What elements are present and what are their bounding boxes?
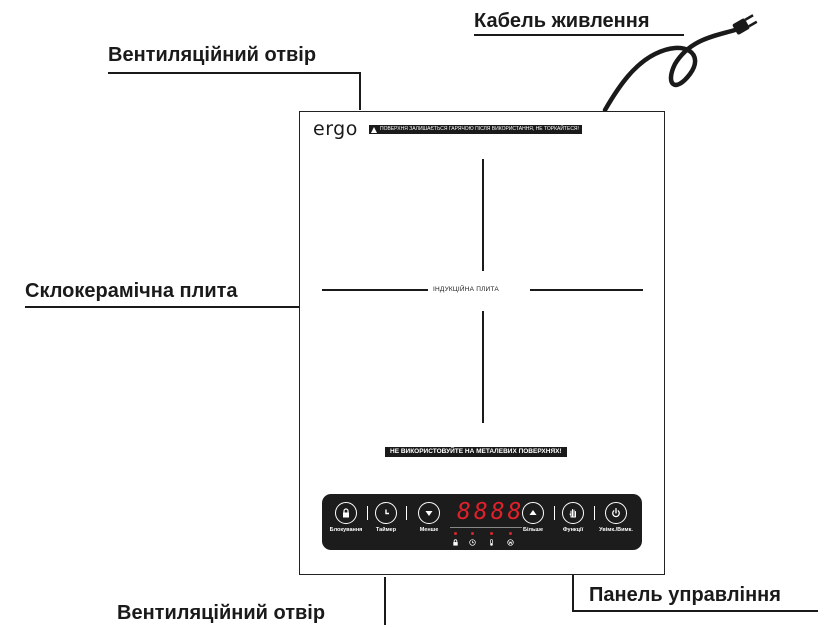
- callout-vent-top: Вентиляційний отвір: [108, 44, 317, 66]
- down-arrow-icon: [425, 511, 433, 516]
- control-panel: Блокування Таймер Менше 8888: [322, 494, 642, 550]
- induction-cooktop: ergo ПОВЕРХНЯ ЗАЛИШАЄТЬСЯ ГАРЯЧОЮ ПІСЛЯ …: [299, 111, 665, 575]
- separator: [594, 506, 595, 520]
- indicator-dot: [454, 532, 457, 535]
- indicator-dot: [509, 532, 512, 535]
- zone-mark-right: [530, 289, 643, 291]
- indicator-dot: [490, 532, 493, 535]
- leader-vent-top-v: [359, 72, 361, 110]
- power-button[interactable]: [605, 502, 627, 524]
- functions-button[interactable]: [562, 502, 584, 524]
- zone-mark-left: [322, 289, 428, 291]
- separator: [367, 506, 368, 520]
- hand-icon: [569, 509, 576, 518]
- leader-control-panel-h: [572, 610, 818, 612]
- more-button[interactable]: [522, 502, 544, 524]
- less-label: Менше: [419, 527, 439, 533]
- zone-label: ІНДУКЦІЙНА ПЛИТА: [433, 286, 499, 293]
- digital-display: 8888: [457, 499, 525, 525]
- hot-surface-warning: ПОВЕРХНЯ ЗАЛИШАЄТЬСЯ ГАРЯЧОЮ ПІСЛЯ ВИКОР…: [369, 125, 582, 134]
- lock-button[interactable]: [335, 502, 357, 524]
- leader-vent-bottom: [384, 577, 386, 625]
- indicator-dot: [471, 532, 474, 535]
- separator: [554, 506, 555, 520]
- thermometer-icon: [490, 539, 493, 546]
- timer-label: Таймер: [375, 527, 397, 533]
- callout-control-panel: Панель управління: [589, 584, 781, 606]
- callout-vent-bottom: Вентиляційний отвір: [117, 602, 326, 624]
- metal-surface-warning: НЕ ВИКОРИСТОВУЙТЕ НА МЕТАЛЕВИХ ПОВЕРХНЯХ…: [385, 447, 567, 457]
- timer-button[interactable]: [375, 502, 397, 524]
- clock-icon: [385, 509, 389, 515]
- up-arrow-icon: [529, 510, 537, 515]
- hot-surface-warning-text: ПОВЕРХНЯ ЗАЛИШАЄТЬСЯ ГАРЯЧОЮ ПІСЛЯ ВИКОР…: [380, 126, 579, 132]
- power-cable-icon: [602, 14, 758, 113]
- zone-mark-bottom: [482, 311, 484, 423]
- warning-triangle-icon: [371, 126, 377, 133]
- leader-glass-plate: [25, 306, 377, 308]
- leader-control-panel-v: [572, 562, 574, 611]
- less-button[interactable]: [418, 502, 440, 524]
- watt-icon: [507, 539, 514, 546]
- callout-glass-plate: Склокерамічна плита: [25, 280, 238, 302]
- power-icon: [612, 507, 620, 518]
- power-label: Увімк./Вимк.: [599, 527, 633, 533]
- more-label: Більше: [523, 527, 543, 533]
- ergo-logo: ergo: [313, 118, 358, 140]
- lock-label: Блокування: [329, 527, 363, 533]
- lock-indicator-icon: [453, 539, 458, 546]
- display-underline: [450, 527, 522, 528]
- separator: [406, 506, 407, 520]
- lock-icon: [343, 508, 349, 518]
- leader-vent-top-h: [108, 72, 360, 74]
- leader-power-cable: [474, 34, 684, 36]
- callout-power-cable: Кабель живлення: [474, 10, 650, 32]
- zone-mark-top: [482, 159, 484, 271]
- functions-label: Функції: [562, 527, 584, 533]
- clock-indicator-icon: [469, 539, 476, 546]
